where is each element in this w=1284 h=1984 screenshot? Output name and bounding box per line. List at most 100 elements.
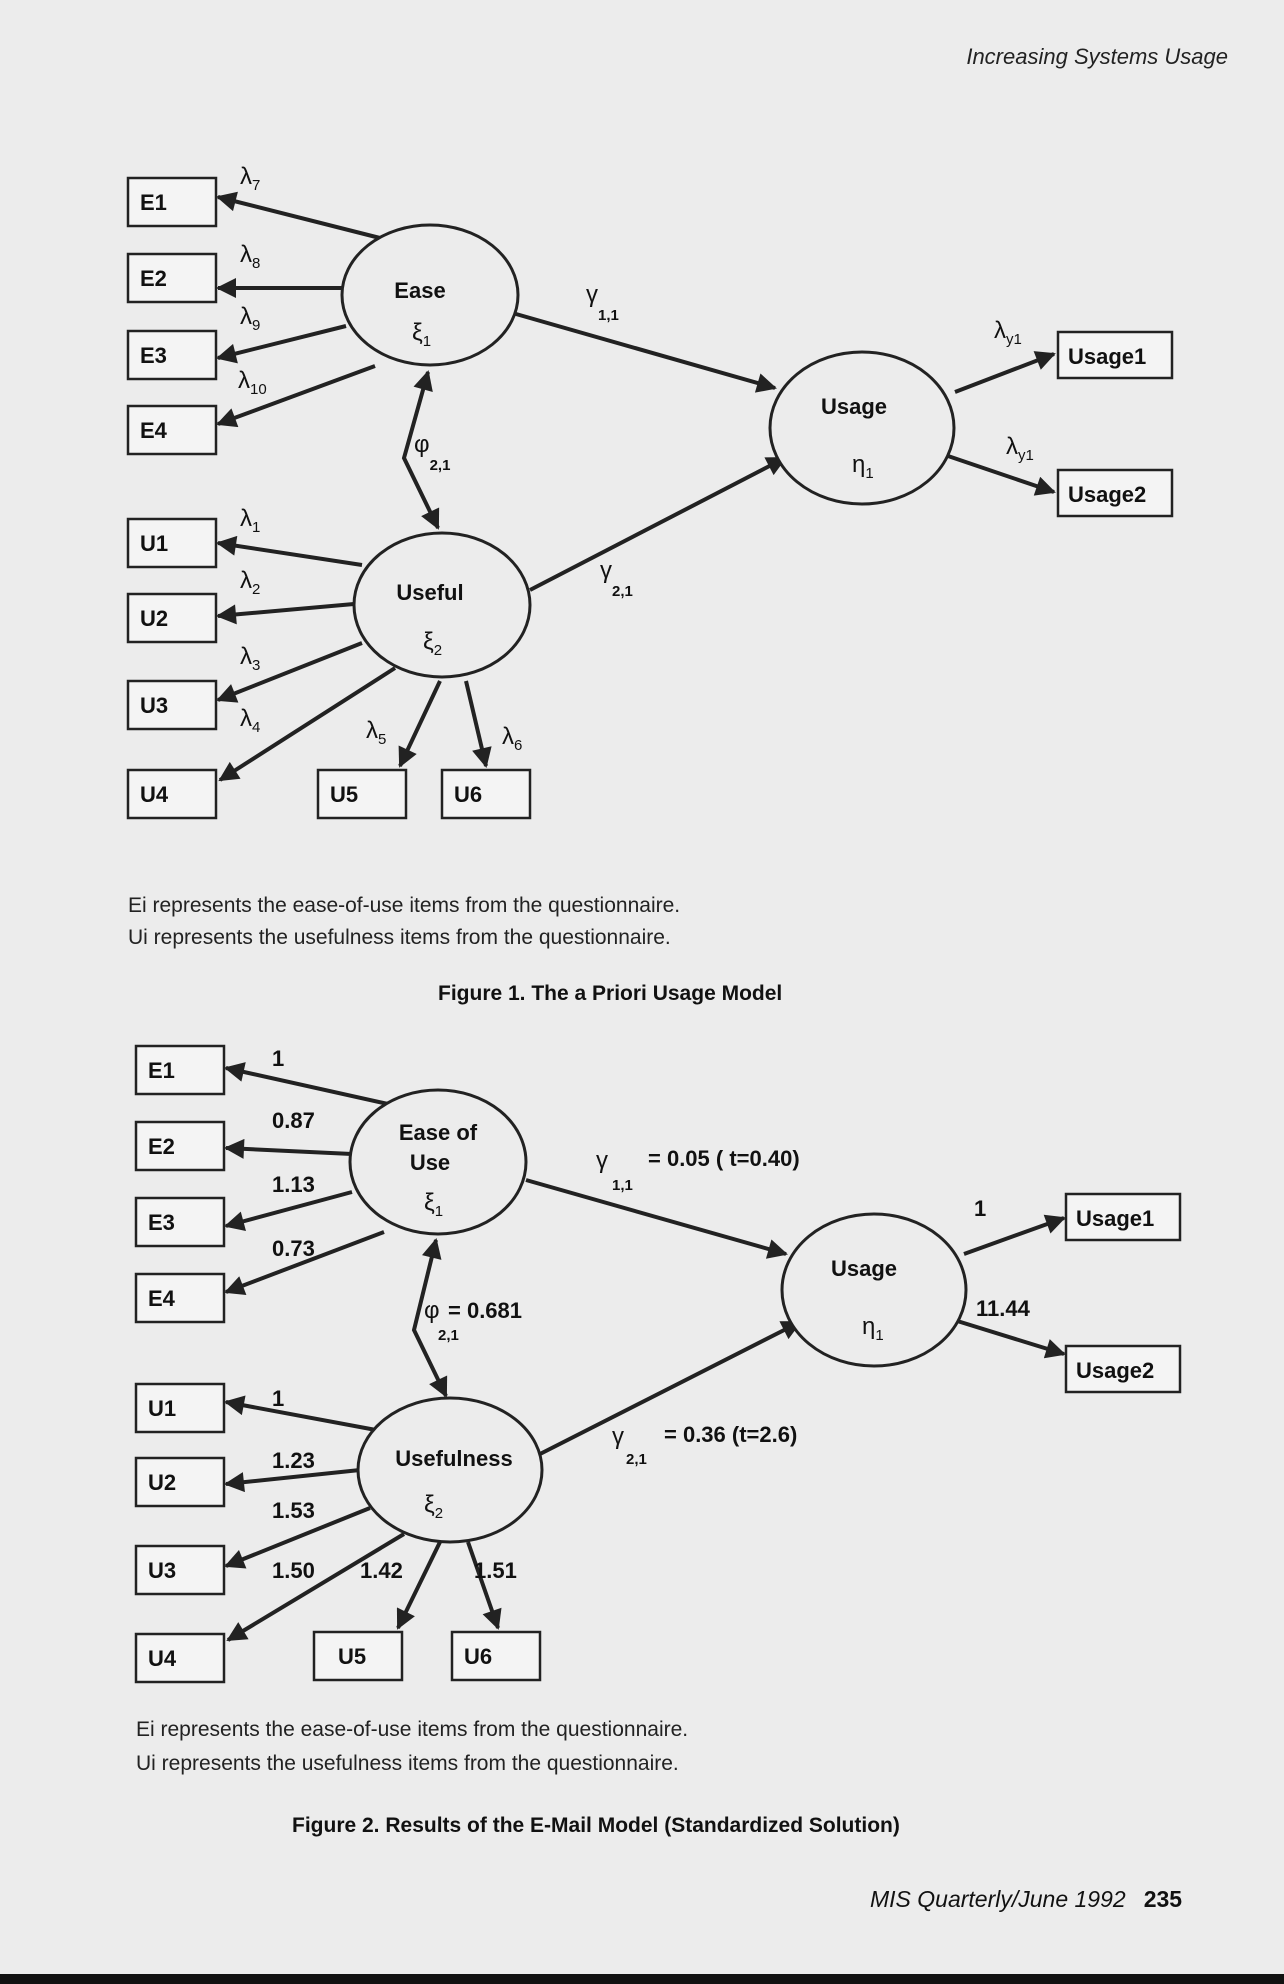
f1-box-usage1 <box>1056 330 1174 380</box>
f1-box-usage1-label: Usage1 <box>1068 344 1146 369</box>
f2-phi21-symbol: φ <box>424 1297 440 1324</box>
f2-box-e1 <box>134 1044 226 1096</box>
f2-usage-sub: 1 <box>875 1327 883 1344</box>
f1-path-useful-u6 <box>464 680 492 768</box>
f2-loading-e3: 1.13 <box>272 1172 315 1197</box>
f2-loading-usage1: 1 <box>974 1196 986 1221</box>
f1-box-u2-label: U2 <box>140 606 168 631</box>
f1-lambda-u4-sub: 4 <box>252 719 260 736</box>
f1-lambda-u6-symbol: λ <box>502 723 514 750</box>
f2-box-usage1 <box>1064 1192 1182 1242</box>
f1-useful-symbol: ξ <box>423 628 434 655</box>
f1-box-u6-label: U6 <box>454 782 482 807</box>
f2-ease-sub: 1 <box>435 1203 443 1220</box>
f1-lambda-u5-symbol: λ <box>366 717 378 744</box>
f1-box-u2 <box>126 592 218 644</box>
f1-lambda-e2-symbol: λ <box>240 241 252 268</box>
f2-loading-u2: 1.23 <box>272 1448 315 1473</box>
f2-ease-name-line1: Ease of <box>399 1120 478 1145</box>
f2-useful-symbol: ξ <box>424 1491 435 1518</box>
f2-loading-u3: 1.53 <box>272 1498 315 1523</box>
f2-loading-u5: 1.42 <box>360 1558 403 1583</box>
f2-path-useful-u6 <box>466 1541 502 1630</box>
f2-gamma11-symbol: γ <box>596 1147 608 1174</box>
f2-gamma11-value: = 0.05 ( t=0.40) <box>648 1146 800 1171</box>
f1-box-e2 <box>126 252 218 304</box>
bottom-scan-edge <box>0 1974 1284 1984</box>
f2-box-usage1-label: Usage1 <box>1076 1206 1154 1231</box>
f1-box-u1 <box>126 517 218 569</box>
svg-text:λy1: λy1 <box>1006 433 1034 464</box>
svg-text:λ8: λ8 <box>240 241 260 272</box>
f2-phi21-sub: 2,1 <box>438 1327 459 1344</box>
f1-box-e4-label: E4 <box>140 418 168 443</box>
svg-text:λ4: λ4 <box>240 705 260 736</box>
f2-useful-sub: 2 <box>435 1505 443 1522</box>
f1-path-useful-u3 <box>216 641 363 703</box>
svg-text:λ6: λ6 <box>502 723 522 754</box>
f1-path-usage-usage1 <box>954 351 1056 394</box>
f1-usage-symbol: η <box>852 451 865 478</box>
f1-box-usage2 <box>1056 468 1174 518</box>
f2-gamma21-symbol: γ <box>612 1423 624 1450</box>
figure-2-note-ease: Ei represents the ease-of-use items from… <box>136 1718 689 1741</box>
svg-text:η1: η1 <box>862 1313 884 1344</box>
f2-box-e1-label: E1 <box>148 1058 175 1083</box>
f1-path-ease-e3 <box>216 324 347 364</box>
f2-path-phi21 <box>411 1238 448 1398</box>
figure-1-note-ease: Ei represents the ease-of-use items from… <box>128 894 681 917</box>
f2-loading-usage2: 11.44 <box>976 1296 1031 1321</box>
f1-box-u3 <box>126 679 218 731</box>
f2-useful-construct <box>356 1396 544 1544</box>
f2-box-u6-label: U6 <box>464 1644 492 1669</box>
svg-text:λy1: λy1 <box>994 317 1022 348</box>
svg-text:φ2,1: φ2,1 <box>414 431 450 474</box>
f2-path-useful-u1 <box>224 1395 377 1432</box>
f2-gamma21-value: = 0.36 (t=2.6) <box>664 1422 797 1447</box>
f2-loading-u6: 1.51 <box>474 1558 517 1583</box>
svg-text:η1: η1 <box>852 451 874 482</box>
f1-path-ease-e4 <box>216 364 376 428</box>
page-number: 235 <box>1143 1886 1183 1912</box>
f1-box-e1 <box>126 176 218 228</box>
svg-text:ξ2: ξ2 <box>423 628 442 659</box>
f1-lambda-u3-symbol: λ <box>240 643 252 670</box>
journal-name: MIS Quarterly/June 1992 <box>870 1886 1126 1912</box>
svg-text:γ2,1: γ2,1 <box>600 557 633 600</box>
f1-lambda-u3-sub: 3 <box>252 657 260 674</box>
f1-box-u3-label: U3 <box>140 693 168 718</box>
f1-path-ease-e1 <box>216 191 381 240</box>
f2-box-u1 <box>134 1382 226 1434</box>
f1-box-e1-label: E1 <box>140 190 167 215</box>
f1-path-useful-u5 <box>398 680 442 768</box>
f1-phi21-sub: 2,1 <box>430 457 451 474</box>
f2-useful-name: Usefulness <box>395 1446 512 1471</box>
f2-path-ease-e2 <box>224 1138 353 1159</box>
figure-1-caption: Figure 1. The a Priori Usage Model <box>438 982 783 1005</box>
f1-path-useful-u4 <box>218 666 397 782</box>
f2-box-u4 <box>134 1632 226 1684</box>
f2-path-ease-e4 <box>224 1230 385 1295</box>
svg-text:ξ2: ξ2 <box>424 1491 443 1522</box>
f2-box-u4-label: U4 <box>148 1646 177 1671</box>
f1-box-u5-label: U5 <box>330 782 358 807</box>
f1-ease-name: Ease <box>394 278 445 303</box>
f2-box-usage2-label: Usage2 <box>1076 1358 1154 1383</box>
f1-usage-name: Usage <box>821 394 887 419</box>
f1-gamma21-symbol: γ <box>600 557 612 584</box>
f1-path-gamma11 <box>515 312 777 393</box>
f2-usage-symbol: η <box>862 1313 875 1340</box>
f2-loading-e4: 0.73 <box>272 1236 315 1261</box>
f1-box-e4 <box>126 404 218 456</box>
f2-box-u6 <box>450 1630 542 1682</box>
f1-lambda-e3-symbol: λ <box>240 303 252 330</box>
f2-box-e4 <box>134 1272 226 1324</box>
svg-text:λ3: λ3 <box>240 643 260 674</box>
f2-box-u2-label: U2 <box>148 1470 176 1495</box>
f1-useful-name: Useful <box>396 580 463 605</box>
f2-box-e3-label: E3 <box>148 1210 175 1235</box>
f1-lambda-u6-sub: 6 <box>514 737 522 754</box>
f1-ease-symbol: ξ <box>412 319 423 346</box>
